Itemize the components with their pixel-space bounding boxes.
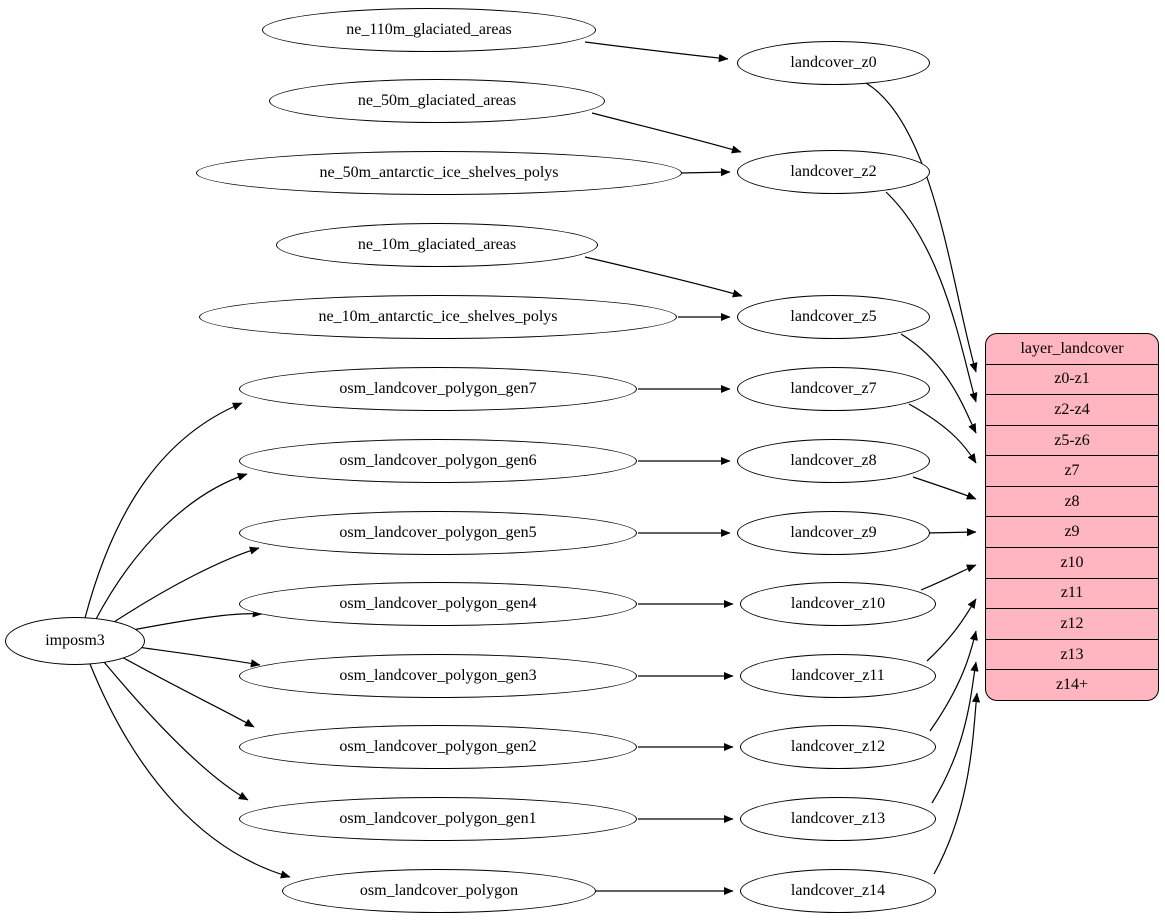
edge-imposm3-to-osm-landcover-polygon-gen4: [121, 609, 263, 633]
node-landcover-z9: landcover_z9: [737, 511, 930, 555]
node-osm-landcover-polygon-gen7: osm_landcover_polygon_gen7: [239, 367, 637, 411]
node-landcover-z5: landcover_z5: [737, 295, 930, 339]
edge-imposm3-to-osm-landcover-polygon-gen1: [103, 661, 249, 801]
node-ne-10m-glaciated-areas: ne_10m_glaciated_areas: [276, 223, 598, 267]
layer-row-z14plus: z14+: [986, 669, 1158, 700]
layer-row-z10: z10: [986, 547, 1158, 578]
edge-ne-10m-glaciated-areas-to-landcover-z5: [584, 256, 743, 298]
edge-imposm3-to-osm-landcover-polygon: [89, 663, 291, 879]
edge-imposm3-to-osm-landcover-polygon-gen3: [129, 645, 261, 668]
layer-row-z12: z12: [986, 608, 1158, 639]
layer-row-z8: z8: [986, 485, 1158, 517]
edge-imposm3-to-osm-landcover-polygon-gen2: [119, 655, 255, 728]
edge-ne-50m-glaciated-areas-to-landcover-z2: [591, 112, 742, 154]
node-landcover-z11: landcover_z11: [740, 654, 936, 698]
node-osm-landcover-polygon-gen6: osm_landcover_polygon_gen6: [239, 439, 637, 483]
node-osm-landcover-polygon-gen1: osm_landcover_polygon_gen1: [239, 797, 637, 841]
node-landcover-z12: landcover_z12: [740, 725, 936, 769]
node-landcover-z7: landcover_z7: [737, 367, 930, 411]
node-landcover-z13: landcover_z13: [740, 797, 936, 841]
node-landcover-z2: landcover_z2: [737, 150, 930, 194]
node-ne-50m-antarctic-ice-shelves-polys: ne_50m_antarctic_ice_shelves_polys: [196, 151, 682, 195]
edge-landcover-z8-to-layer-row-z8: [912, 476, 977, 500]
edge-imposm3-to-osm-landcover-polygon-gen7: [84, 402, 243, 619]
node-osm-landcover-polygon-gen5: osm_landcover_polygon_gen5: [239, 511, 637, 555]
node-osm-landcover-polygon-gen4: osm_landcover_polygon_gen4: [239, 582, 637, 626]
edge-landcover-z10-to-layer-row-z10: [920, 564, 977, 591]
node-ne-110m-glaciated-areas: ne_110m_glaciated_areas: [262, 8, 596, 52]
edge-landcover-z0-to-layer-row-z0-z1: [865, 82, 978, 373]
node-landcover-z14: landcover_z14: [740, 869, 936, 913]
node-ne-50m-glaciated-areas: ne_50m_glaciated_areas: [269, 79, 605, 123]
node-osm-landcover-polygon: osm_landcover_polygon: [282, 869, 596, 913]
node-layer_landcover: layer_landcover z0-z1 z2-z4 z5-z6 z7 z8 …: [985, 333, 1159, 701]
edge-landcover-z11-to-layer-row-z11: [926, 598, 977, 662]
edge-landcover-z7-to-layer-row-z7: [908, 403, 977, 464]
edge-landcover-z2-to-layer-row-z2-z4: [885, 191, 978, 403]
layer-row-z9: z9: [986, 516, 1158, 547]
layer-row-z13: z13: [986, 638, 1158, 670]
layer-title: layer_landcover: [1020, 339, 1124, 357]
edge-landcover-z12-to-layer-row-z12: [929, 630, 978, 732]
node-ne-10m-antarctic-ice-shelves-polys: ne_10m_antarctic_ice_shelves_polys: [199, 295, 677, 339]
layer-row-z5-z6: z5-z6: [986, 424, 1158, 456]
edge-landcover-z9-to-layer-row-z9: [926, 528, 977, 537]
node-landcover-z0: landcover_z0: [737, 41, 930, 85]
edge-landcover-z5-to-layer-row-z5-z6: [900, 333, 977, 434]
node-landcover-z8: landcover_z8: [737, 439, 930, 483]
edge-ne-50m-antarctic-ice-shelves-polys-to-landcover-z2: [680, 168, 731, 177]
node-osm-landcover-polygon-gen2: osm_landcover_polygon_gen2: [239, 725, 637, 769]
edge-imposm3-to-osm-landcover-polygon-gen5: [107, 546, 260, 627]
layer-row-z0-z1: z0-z1: [986, 363, 1158, 395]
node-imposm3: imposm3: [5, 617, 145, 665]
layer-row-z11: z11: [986, 577, 1158, 609]
edge-imposm3-to-osm-landcover-polygon-gen6: [94, 473, 248, 622]
edge-landcover-z13-to-layer-row-z13: [931, 661, 979, 804]
layer-row-z2-z4: z2-z4: [986, 394, 1158, 425]
edge-ne-110m-glaciated-areas-to-landcover-z0: [584, 41, 729, 63]
layer-row-z7: z7: [986, 455, 1158, 486]
node-landcover-z10: landcover_z10: [740, 582, 936, 626]
edge-landcover-z14-to-layer-row-z14plus: [933, 692, 981, 875]
node-osm-landcover-polygon-gen3: osm_landcover_polygon_gen3: [239, 654, 637, 698]
